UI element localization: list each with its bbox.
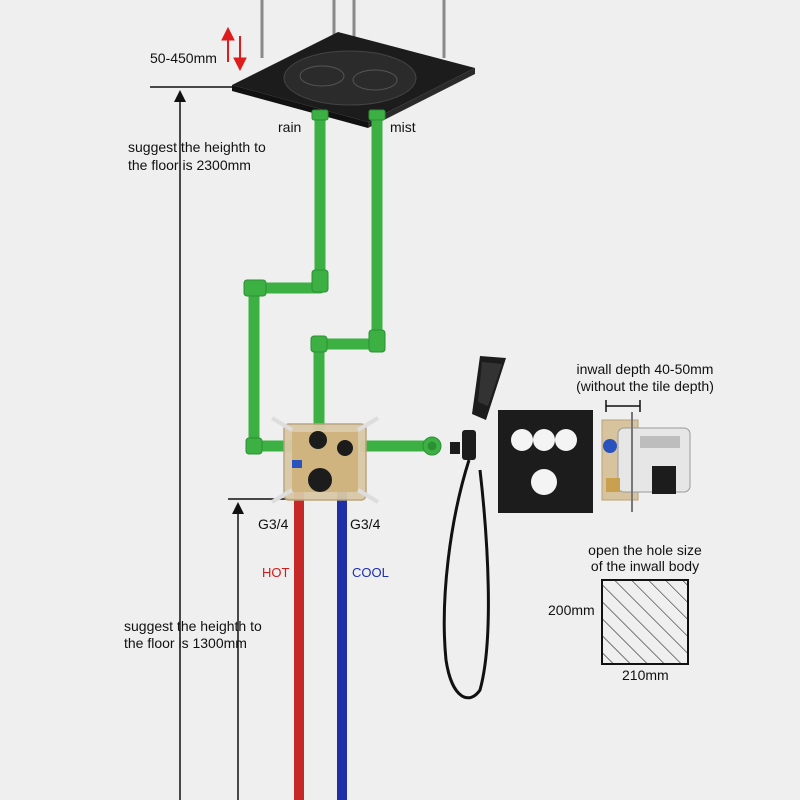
ceiling-height-line2: the floor is 2300mm (128, 157, 251, 173)
cold-pipe (337, 492, 347, 800)
thread-left-label: G3/4 (258, 516, 289, 532)
hole-size-line2: of the inwall body (590, 558, 700, 574)
valve-height-line2: the floor is 1300mm (124, 635, 247, 651)
inwall-depth-line2: (without the tile depth) (576, 378, 714, 394)
hole-size-line1: open the hole size (588, 542, 702, 558)
rain-label: rain (278, 119, 302, 135)
hole-size-hatch (601, 579, 689, 665)
square-rain-shower-head-icon (232, 32, 475, 128)
cool-label: COOL (352, 565, 389, 580)
drop-range-arrows (221, 26, 247, 72)
thread-right-label: G3/4 (350, 516, 381, 532)
handheld-shower-icon (442, 356, 506, 700)
ceiling-rods (260, 0, 446, 58)
square-trim-plate-icon (498, 410, 593, 513)
pipe-fittings (243, 109, 442, 456)
valve-height-line1: suggest the heighth to (124, 618, 262, 634)
hot-label: HOT (262, 565, 290, 580)
hole-width-label: 210mm (622, 667, 669, 683)
inwall-depth-line1: inwall depth 40-50mm (576, 361, 714, 377)
valve-side-view-icon (601, 412, 691, 512)
hot-pipe (294, 492, 304, 800)
mist-label: mist (390, 119, 416, 135)
concealed-valve-body-icon (270, 416, 380, 504)
rain-pipe (248, 110, 326, 452)
ceiling-height-line1: suggest the heighth to (128, 139, 266, 155)
inwall-depth-dimension (605, 400, 641, 412)
hole-height-label: 200mm (548, 602, 595, 618)
drop-range-label: 50-450mm (150, 50, 217, 66)
mist-pipe (313, 110, 383, 430)
green-pipes (248, 110, 430, 452)
